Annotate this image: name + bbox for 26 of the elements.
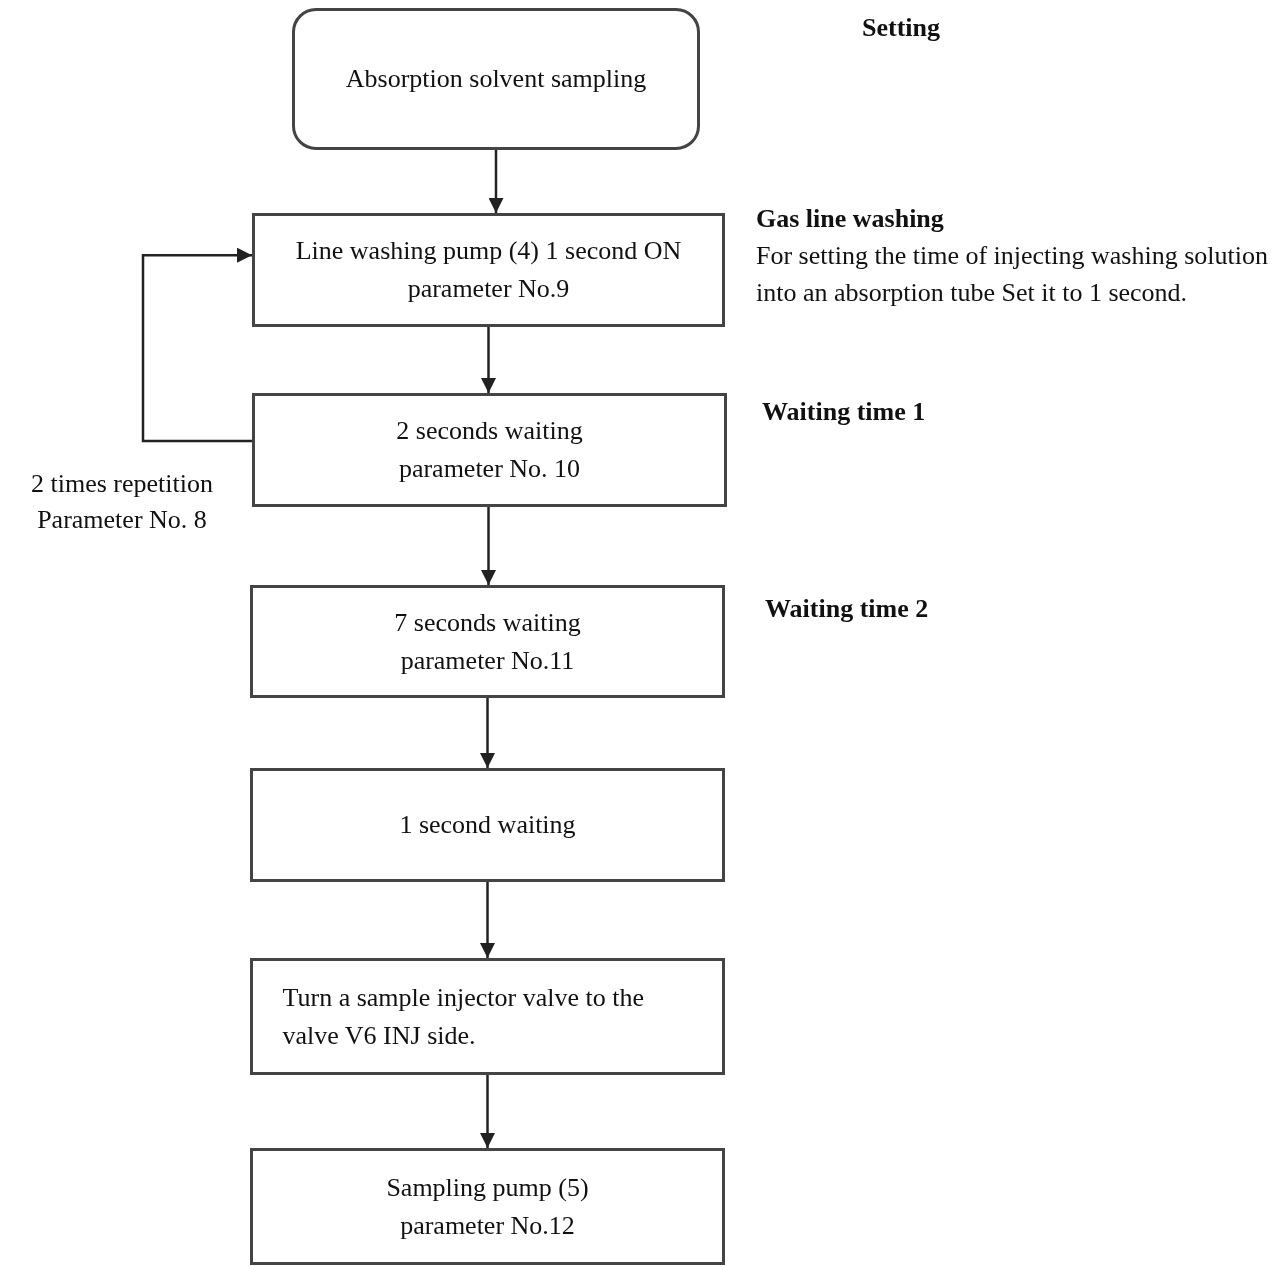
step-text: Turn a sample injector valve to the valve V6 INJ side. <box>282 981 645 1052</box>
step-heading: Gas line washing <box>756 203 945 235</box>
arrow <box>481 327 496 393</box>
step-note: For setting the time of injecting washing solution into an absorption tube Set it to 1 second. <box>756 240 1269 309</box>
arrow <box>488 150 504 213</box>
arrow <box>141 247 252 443</box>
process-box <box>250 768 725 882</box>
arrow <box>480 1075 495 1148</box>
step-heading: Waiting time 1 <box>762 396 927 428</box>
process-box <box>250 958 725 1075</box>
step-text: Sampling pump (5) parameter No.12 <box>385 1171 590 1242</box>
column-heading: Setting <box>862 12 940 44</box>
start-terminal <box>292 8 700 150</box>
process-box <box>250 1148 725 1265</box>
step-text: 7 seconds waiting parameter No.11 <box>393 606 582 677</box>
process-box <box>252 213 725 327</box>
process-box <box>252 393 727 507</box>
arrow <box>480 882 495 958</box>
step-heading: Waiting time 2 <box>765 593 930 625</box>
step-text: Absorption solvent sampling <box>344 63 648 95</box>
arrow <box>480 698 495 768</box>
arrow <box>481 507 496 585</box>
step-text: 2 seconds waiting parameter No. 10 <box>395 415 584 485</box>
step-text: 1 second waiting <box>398 809 577 841</box>
process-box <box>250 585 725 698</box>
step-text: Line washing pump (4) 1 second ON parameter No.9 <box>294 235 683 305</box>
